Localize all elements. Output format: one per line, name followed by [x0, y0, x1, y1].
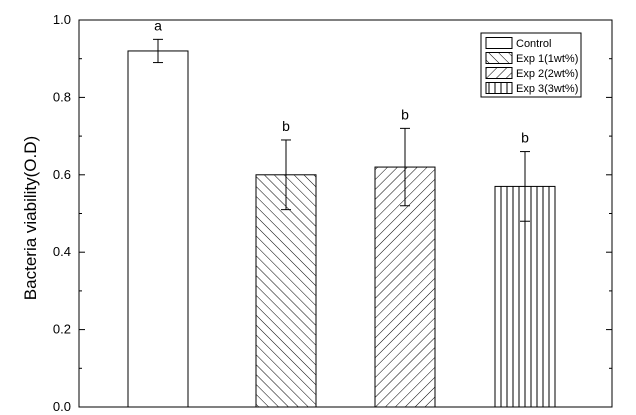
legend-swatch: [485, 37, 513, 49]
significance-label: b: [401, 106, 409, 122]
legend-label: Exp 2(2wt%): [516, 68, 578, 80]
y-tick-label: 0.2: [53, 322, 71, 337]
significance-label: a: [154, 17, 162, 33]
y-tick-label: 0.0: [53, 399, 71, 414]
legend-label: Exp 3(3wt%): [516, 83, 578, 95]
y-tick-label: 1.0: [53, 12, 71, 27]
y-tick-label: 0.4: [53, 244, 71, 259]
y-axis-label: Bacteria viability(O.D): [21, 136, 40, 300]
legend-swatch: [485, 67, 513, 79]
significance-label: b: [521, 130, 529, 146]
legend-swatch: [485, 82, 513, 94]
legend-label: Exp 1(1wt%): [516, 53, 578, 65]
legend-label: Control: [516, 38, 551, 50]
legend-swatch: [485, 52, 513, 64]
significance-label: b: [282, 118, 290, 134]
bar: [255, 174, 317, 408]
bar: [127, 50, 189, 408]
y-tick-label: 0.6: [53, 167, 71, 182]
bar: [374, 166, 436, 408]
y-tick-label: 0.8: [53, 89, 71, 104]
